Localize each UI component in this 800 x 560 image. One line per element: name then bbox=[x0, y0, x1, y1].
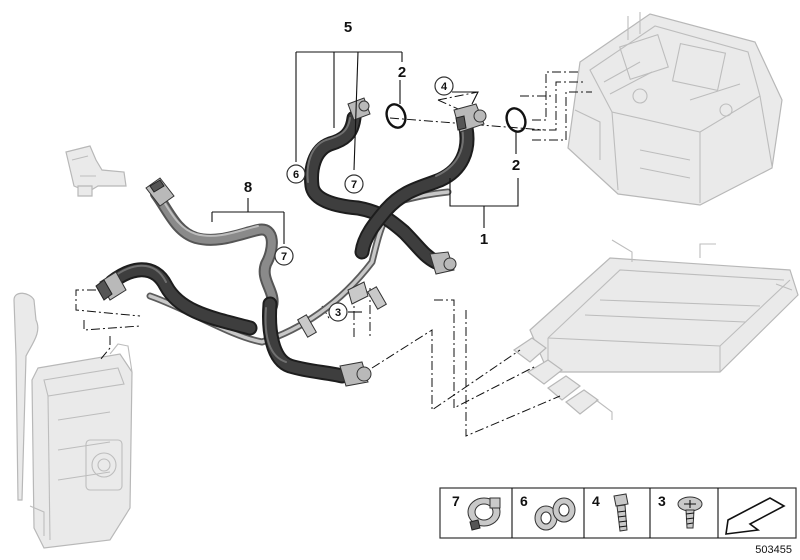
direction-arrow-icon bbox=[725, 497, 786, 535]
callout-circle-7-lower bbox=[274, 246, 294, 266]
callout-circle-4 bbox=[434, 76, 454, 96]
screw-icon bbox=[677, 496, 703, 529]
bolt-icon bbox=[613, 493, 629, 532]
callout-4: 4 bbox=[441, 81, 448, 93]
callout-5: 5 bbox=[344, 19, 352, 36]
legend-item-4: 4 bbox=[592, 493, 629, 532]
coolant-hose-6 bbox=[304, 97, 457, 275]
leader-lines bbox=[211, 51, 519, 313]
callout-7-upper: 7 bbox=[351, 179, 357, 191]
o-ring-right bbox=[505, 107, 527, 133]
legend-item-6: 6 bbox=[520, 493, 576, 531]
coolant-hose-1 bbox=[354, 103, 487, 260]
legend-number-7: 7 bbox=[452, 493, 460, 509]
legend-item-3: 3 bbox=[658, 493, 703, 529]
electronics-unit bbox=[567, 12, 783, 206]
legend-item-7: 7 bbox=[452, 493, 501, 531]
o-ring-left bbox=[385, 103, 407, 129]
callout-2-lower: 2 bbox=[512, 157, 520, 174]
charger-module bbox=[512, 239, 799, 420]
legend-number-6: 6 bbox=[520, 493, 528, 509]
callout-1: 1 bbox=[480, 231, 488, 248]
callout-circle-7-upper bbox=[344, 174, 364, 194]
double-clamp-icon bbox=[534, 497, 576, 531]
document-id: 503455 bbox=[755, 544, 792, 556]
callout-8: 8 bbox=[244, 179, 252, 196]
hose-clamp-icon bbox=[467, 497, 501, 531]
coolant-hose-lower bbox=[262, 296, 372, 387]
callout-3: 3 bbox=[335, 307, 341, 319]
callout-7-lower: 7 bbox=[281, 251, 287, 263]
legend-number-3: 3 bbox=[658, 493, 666, 509]
parts-legend: 7 6 4 bbox=[439, 487, 797, 539]
expansion-tank bbox=[13, 292, 133, 549]
callout-circle-3 bbox=[328, 302, 348, 322]
callout-6: 6 bbox=[293, 169, 299, 181]
coolant-hose-left bbox=[95, 262, 258, 336]
coolant-pipe bbox=[146, 188, 452, 346]
callout-2-upper: 2 bbox=[398, 64, 406, 81]
connection-lines bbox=[75, 71, 592, 437]
legend-number-4: 4 bbox=[592, 493, 600, 509]
callout-circle-6 bbox=[286, 164, 306, 184]
quick-connector-grey bbox=[65, 145, 127, 197]
coolant-hose-8 bbox=[145, 177, 279, 312]
